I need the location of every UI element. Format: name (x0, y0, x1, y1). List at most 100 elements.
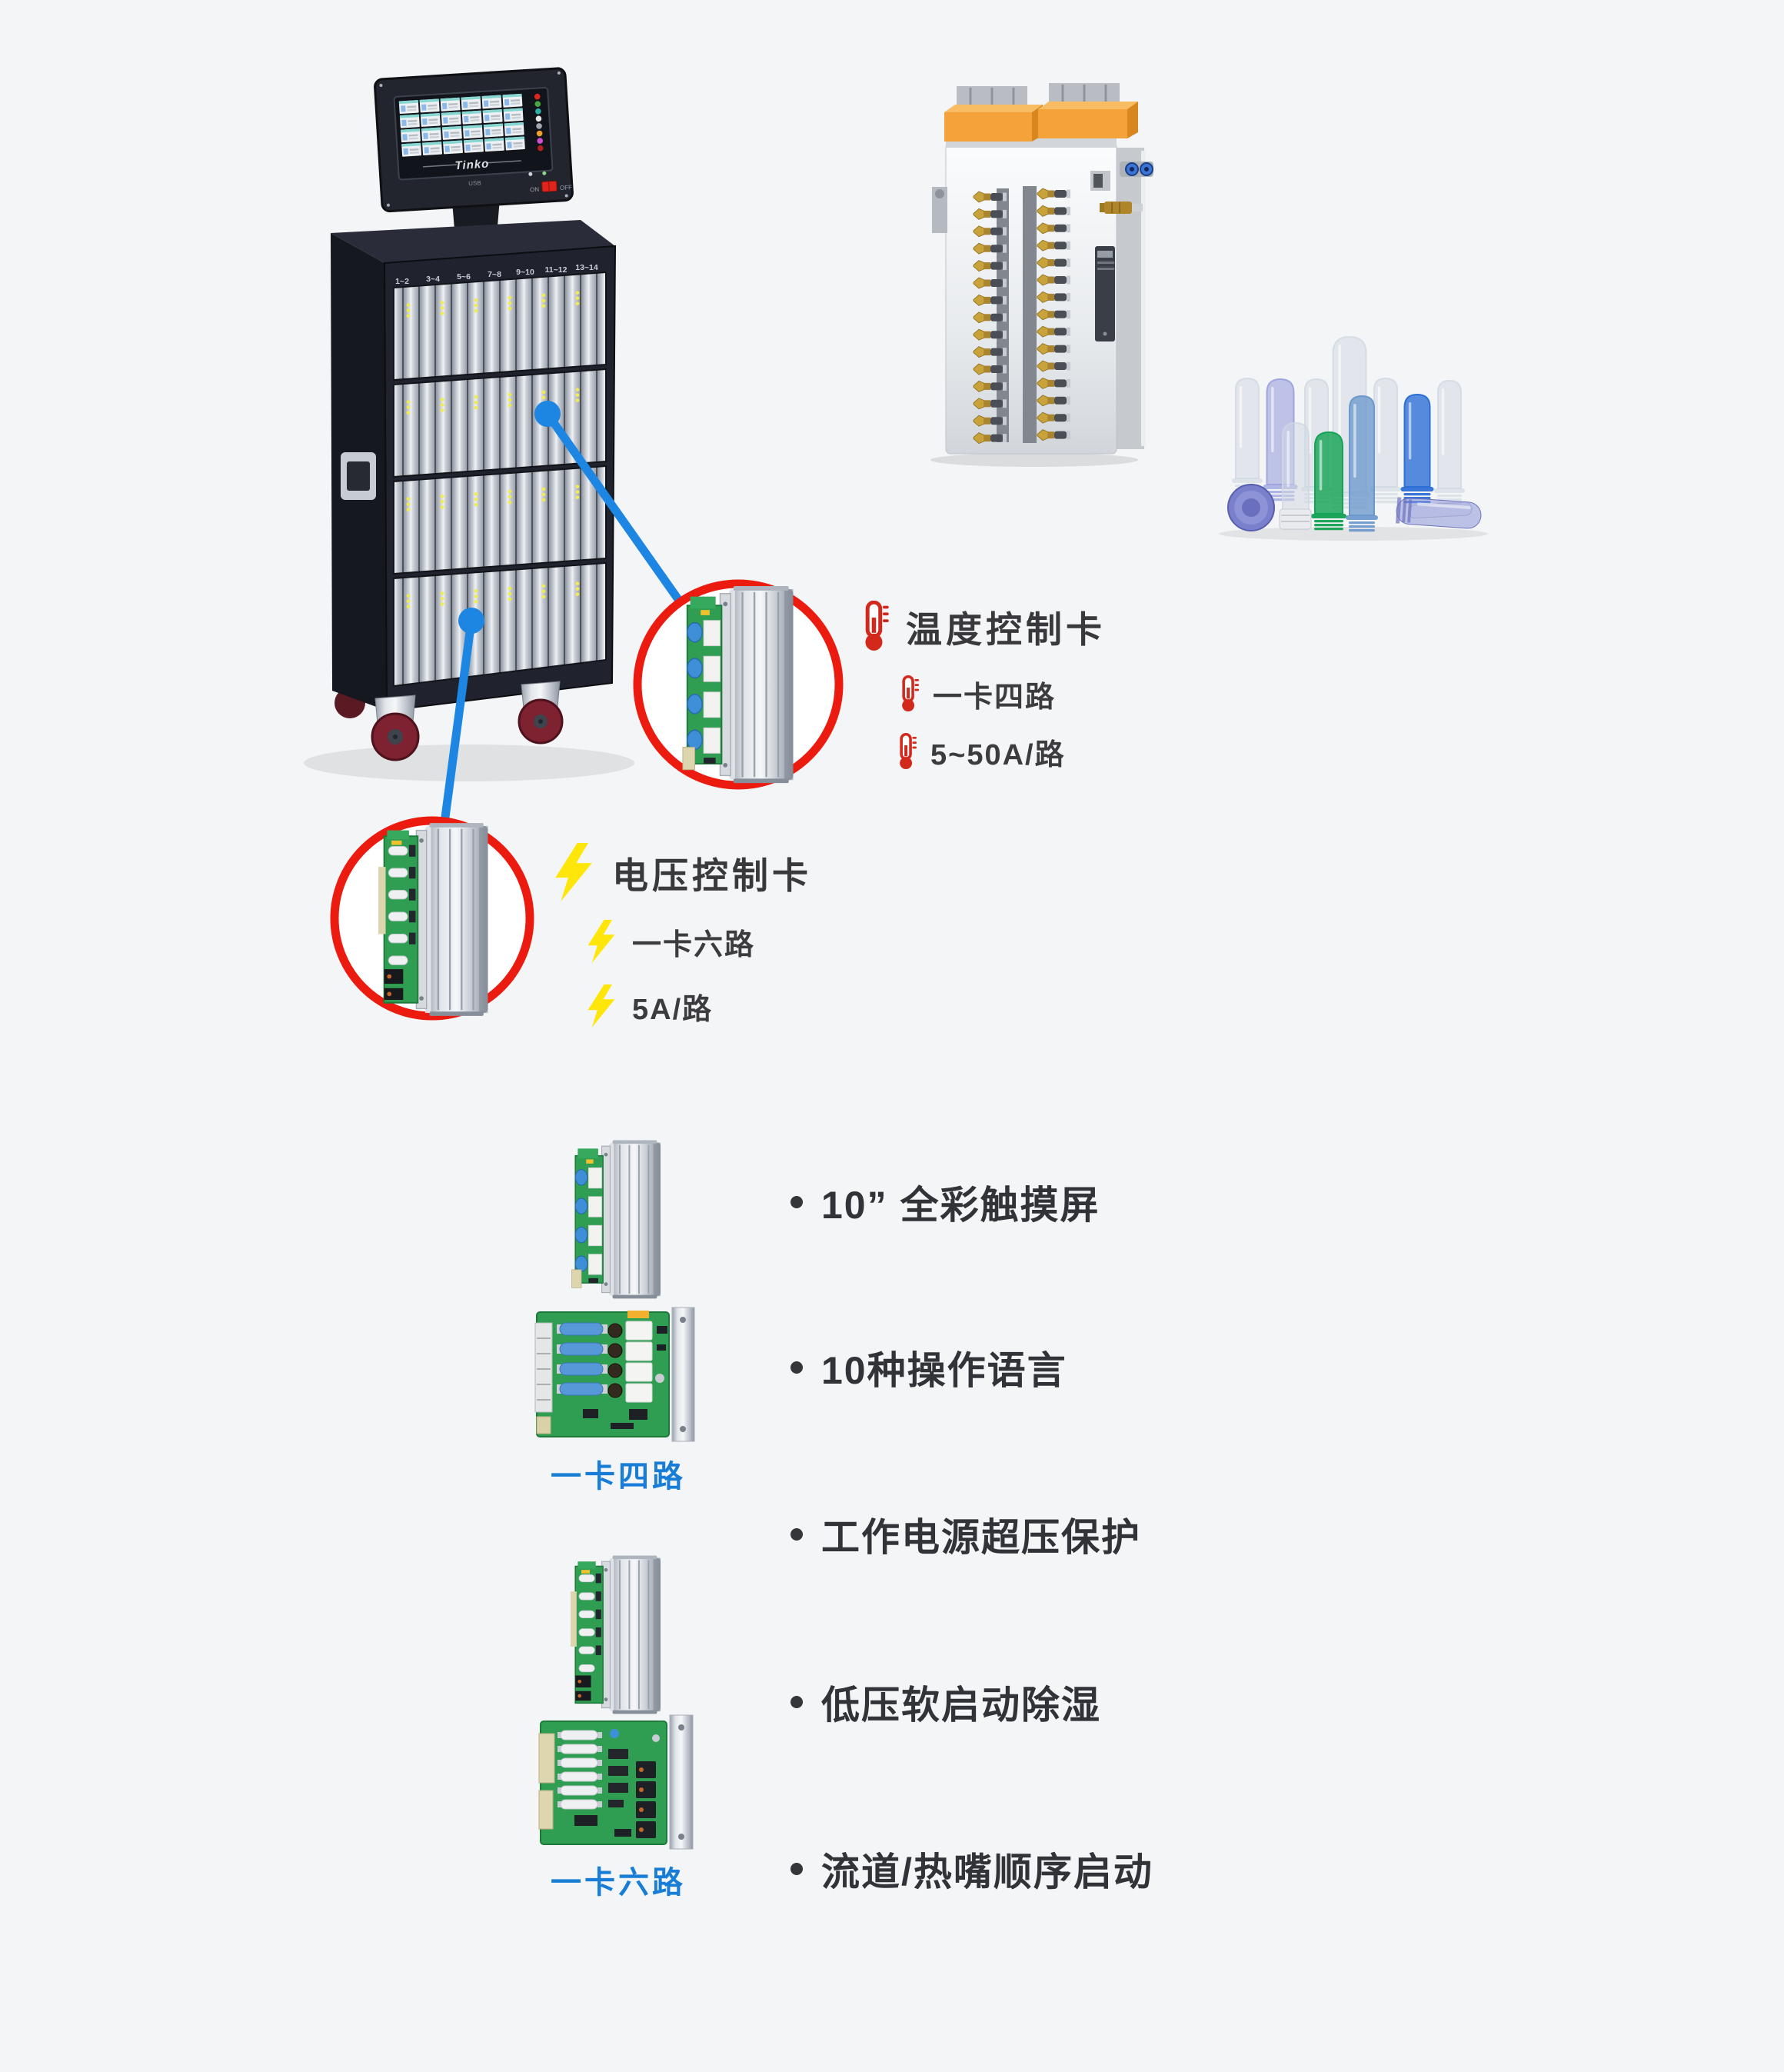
decor (420, 112, 441, 118)
decor (541, 498, 546, 502)
decor (474, 405, 478, 410)
power-on-label: ON (530, 186, 540, 194)
decor (440, 403, 444, 407)
decor (575, 398, 580, 402)
decor (406, 308, 411, 312)
decor (409, 148, 419, 152)
decor (511, 102, 521, 105)
decor (1373, 497, 1398, 500)
lightning-icon (587, 920, 615, 963)
channel-label: 13~14 (575, 263, 598, 272)
decor (471, 130, 481, 133)
decor (448, 105, 458, 109)
decor (430, 147, 440, 150)
decor (440, 311, 444, 315)
decor (492, 146, 502, 149)
decor (451, 145, 461, 148)
decor (406, 314, 411, 318)
decor (428, 104, 438, 107)
temperature-callout-item: 一卡四路 (898, 674, 1056, 714)
voltage-card-spec: 5A/路 (632, 993, 714, 1026)
decor (541, 487, 546, 491)
decor (504, 113, 511, 120)
feature-text: 低压软启动除湿 (821, 1684, 1101, 1727)
power-off-label: OFF (560, 184, 573, 192)
manifold-top-connector (1038, 83, 1138, 138)
decor (422, 118, 428, 125)
decor (406, 411, 411, 415)
decor (440, 306, 444, 310)
voltage-card-title: 电压控制卡 (612, 854, 812, 896)
decor (1373, 501, 1398, 504)
decor (575, 301, 580, 305)
decor (430, 150, 440, 153)
preform (1437, 379, 1462, 489)
decor (407, 108, 417, 112)
decor (508, 495, 512, 499)
decor (422, 142, 442, 146)
voltage-callout-title: 电压控制卡 (552, 843, 812, 901)
decor (508, 591, 512, 596)
volt-card-flat-photo (538, 1714, 694, 1850)
decor (508, 306, 512, 311)
decor (440, 591, 444, 595)
decor (461, 96, 481, 101)
feature-text: 10种操作语言 (821, 1349, 1067, 1392)
decor (1311, 514, 1346, 518)
decor (474, 502, 478, 507)
preform (1403, 393, 1431, 488)
temperature-callout-title: 温度控制卡 (860, 600, 1106, 652)
decor (492, 143, 502, 146)
decor (462, 102, 468, 108)
decor (512, 128, 522, 131)
decor (1314, 524, 1343, 527)
channel-label: 3~4 (426, 275, 440, 284)
decor (421, 127, 441, 132)
preform (1235, 377, 1260, 479)
decor (508, 403, 512, 408)
thermometer-icon (900, 733, 917, 770)
decor (1349, 529, 1375, 532)
decor (471, 133, 481, 136)
decor (486, 143, 491, 150)
decor (491, 118, 501, 121)
decor (504, 136, 525, 141)
decor (444, 145, 450, 152)
decor (1377, 386, 1381, 454)
decor (408, 122, 418, 126)
decor (512, 131, 522, 134)
decor (428, 118, 438, 122)
decor (541, 395, 546, 400)
decor (448, 102, 458, 106)
callout-line (440, 616, 476, 828)
decor (484, 138, 504, 142)
channel-label: 5~6 (457, 272, 471, 281)
valve (1104, 202, 1132, 214)
decor (406, 405, 411, 409)
decor (474, 308, 478, 313)
decor (428, 107, 438, 110)
decor (1408, 402, 1412, 460)
decor (1349, 525, 1375, 528)
feature-item: 10” 全彩触摸屏 (790, 1180, 1100, 1227)
thermometer-icon (865, 601, 889, 651)
decor (506, 127, 511, 135)
decor (424, 147, 429, 154)
feature-item: 低压软启动除湿 (790, 1680, 1101, 1727)
callout-lines (440, 401, 686, 828)
feature-item: 10种操作语言 (790, 1345, 1067, 1392)
decor (508, 301, 512, 305)
pet-preforms (1219, 335, 1488, 541)
decor (481, 95, 501, 99)
channel-label: 1~2 (395, 277, 409, 286)
decor (483, 100, 489, 107)
temperature-callout-item: 5~50A/路 (896, 731, 1066, 771)
decor (474, 491, 478, 496)
decor (440, 495, 444, 498)
decor (1271, 387, 1274, 452)
touchscreen-monitor: Tinko USB ON OFF (374, 67, 574, 213)
decor (1370, 487, 1401, 491)
decor (440, 408, 444, 412)
decor (1353, 404, 1356, 478)
